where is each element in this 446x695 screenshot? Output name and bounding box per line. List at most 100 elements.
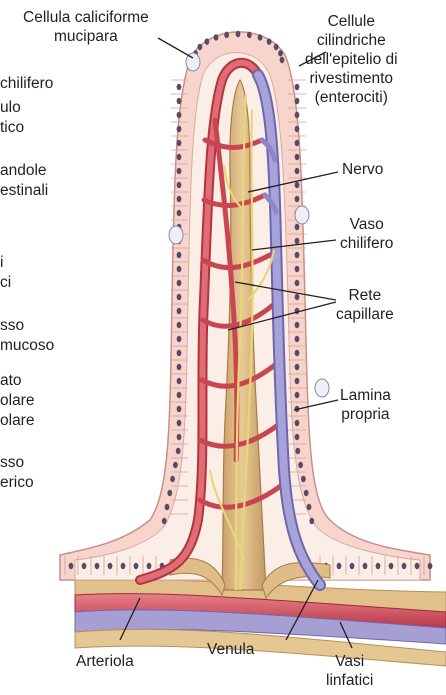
label-rete-capillare: Rete capillare: [336, 286, 394, 324]
label-line: cilindriche: [305, 31, 398, 50]
cell-nucleus: [295, 294, 300, 300]
cell-nucleus: [177, 392, 182, 398]
cell-nucleus: [121, 563, 126, 569]
cell-nucleus: [177, 140, 182, 146]
cell-nucleus: [247, 32, 252, 38]
label-line: dell'epitelio di: [305, 50, 398, 69]
cell-nucleus: [376, 563, 381, 569]
cell-nucleus: [177, 280, 182, 286]
label-line: Venula: [207, 640, 254, 659]
cell-nucleus: [274, 44, 279, 50]
cell-nucleus: [177, 126, 182, 132]
cell-nucleus: [82, 563, 87, 569]
cell-nucleus: [402, 563, 407, 569]
cell-nucleus: [167, 490, 172, 496]
cell-nucleus: [295, 252, 300, 258]
cell-nucleus: [295, 84, 300, 90]
cell-nucleus: [173, 462, 178, 468]
cell-nucleus: [295, 420, 300, 426]
label-nervo: Nervo: [342, 160, 383, 179]
cell-nucleus: [176, 448, 181, 454]
cell-nucleus: [170, 476, 175, 482]
cell-nucleus: [428, 563, 433, 569]
cell-nucleus: [295, 336, 300, 342]
label-vasi-linfatici: Vasi linfatici: [326, 652, 373, 690]
label-venula: Venula: [207, 640, 254, 659]
cell-nucleus: [295, 322, 300, 328]
cell-nucleus: [301, 476, 306, 482]
cell-nucleus: [304, 490, 309, 496]
cell-nucleus: [295, 392, 300, 398]
cell-nucleus: [177, 266, 182, 272]
label-cellula-caliciforme: Cellula caliciforme mucipara: [23, 8, 149, 46]
left-cut-label: olare: [0, 412, 34, 429]
cell-nucleus: [134, 563, 139, 569]
left-cut-label: andole: [0, 162, 47, 179]
cell-nucleus: [177, 378, 182, 384]
cell-nucleus: [389, 563, 394, 569]
cell-nucleus: [165, 504, 170, 510]
cell-nucleus: [258, 34, 263, 40]
label-line: Cellule: [305, 12, 398, 31]
cell-nucleus: [177, 112, 182, 118]
cell-nucleus: [224, 32, 229, 38]
cell-nucleus: [177, 252, 182, 258]
cell-nucleus: [108, 563, 113, 569]
left-cut-label: tico: [0, 119, 24, 136]
cell-nucleus: [295, 196, 300, 202]
cell-nucleus: [69, 563, 74, 569]
cell-nucleus: [295, 266, 300, 272]
cell-nucleus: [309, 518, 314, 524]
label-line: chilifero: [340, 234, 393, 253]
cell-nucleus: [177, 84, 182, 90]
label-line: Cellula caliciforme: [23, 8, 149, 27]
cell-nucleus: [177, 350, 182, 356]
cell-nucleus: [177, 294, 182, 300]
cell-nucleus: [298, 462, 303, 468]
cell-nucleus: [177, 434, 182, 440]
cell-nucleus: [280, 57, 285, 63]
cell-nucleus: [162, 518, 167, 524]
left-cut-label: ci: [0, 274, 11, 291]
cell-nucleus: [177, 154, 182, 160]
label-line: Vasi: [326, 652, 373, 671]
cell-nucleus: [337, 563, 342, 569]
cell-nucleus: [278, 50, 283, 56]
cell-nucleus: [177, 322, 182, 328]
cell-nucleus: [295, 224, 300, 230]
cell-nucleus: [295, 112, 300, 118]
cell-nucleus: [214, 34, 219, 40]
cell-nucleus: [177, 168, 182, 174]
left-cut-label: chilifero: [0, 75, 53, 92]
cell-nucleus: [295, 168, 300, 174]
cell-nucleus: [177, 364, 182, 370]
left-cut-labels: chilifero ulo tico andole estinali i ci sso muco…: [0, 75, 54, 491]
cell-nucleus: [236, 31, 241, 37]
cell-nucleus: [307, 504, 312, 510]
cell-nucleus: [415, 563, 420, 569]
label-line: linfatici: [326, 671, 373, 690]
label-line: mucipara: [23, 27, 149, 46]
label-line: Rete: [336, 286, 394, 305]
left-cut-label: i: [0, 254, 3, 271]
left-cut-label: estinali: [0, 182, 48, 199]
left-cut-label: mucoso: [0, 337, 54, 354]
cell-nucleus: [363, 563, 368, 569]
cell-nucleus: [295, 238, 300, 244]
label-line: Lamina: [340, 386, 391, 405]
cell-nucleus: [295, 364, 300, 370]
cell-nucleus: [295, 350, 300, 356]
label-arteriola: Arteriola: [76, 652, 134, 671]
cell-nucleus: [295, 434, 300, 440]
label-lamina-propria: Lamina propria: [340, 386, 391, 424]
left-cut-label: sso: [0, 454, 24, 471]
cell-nucleus: [147, 563, 152, 569]
cell-nucleus: [295, 448, 300, 454]
cell-nucleus: [177, 98, 182, 104]
cell-nucleus: [295, 182, 300, 188]
cell-nucleus: [95, 563, 100, 569]
label-cellule-cilindriche: Cellule cilindriche dell'epitelio di riv…: [305, 12, 398, 107]
left-cut-label: ulo: [0, 99, 21, 116]
label-line: Arteriola: [76, 652, 134, 671]
cell-nucleus: [177, 336, 182, 342]
